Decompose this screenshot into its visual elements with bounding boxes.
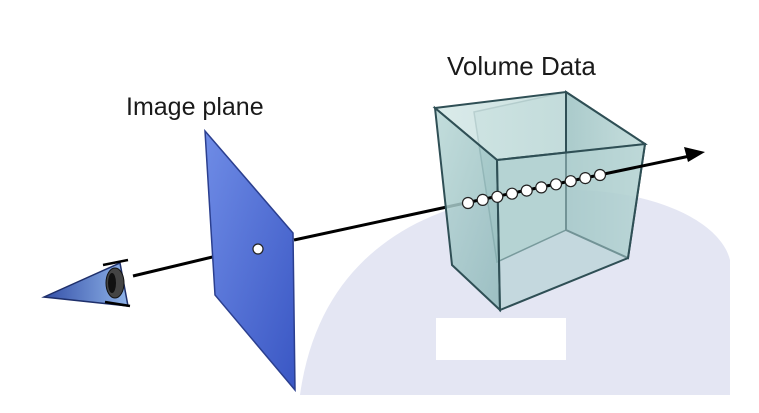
shadow-cutout — [436, 318, 566, 360]
eye-icon — [41, 258, 131, 308]
sample-point — [549, 178, 563, 191]
ray-arrowhead — [684, 147, 705, 162]
image-plane-label: Image plane — [126, 93, 264, 121]
sample-point — [535, 181, 548, 194]
volume-cube-front-face-main — [495, 142, 647, 312]
sample-point — [520, 184, 533, 197]
view-ray-segment — [293, 200, 471, 242]
sample-point — [564, 175, 577, 188]
sample-point — [491, 190, 504, 203]
sample-point — [579, 172, 592, 185]
sample-point — [461, 196, 475, 210]
sample-point — [476, 193, 489, 206]
volume-sample-points — [461, 168, 607, 210]
pixel-sample-point — [252, 243, 264, 255]
volume-data-label: Volume Data — [447, 51, 596, 81]
sample-point — [505, 187, 519, 200]
image-plane — [204, 128, 296, 393]
sample-point — [593, 168, 607, 182]
